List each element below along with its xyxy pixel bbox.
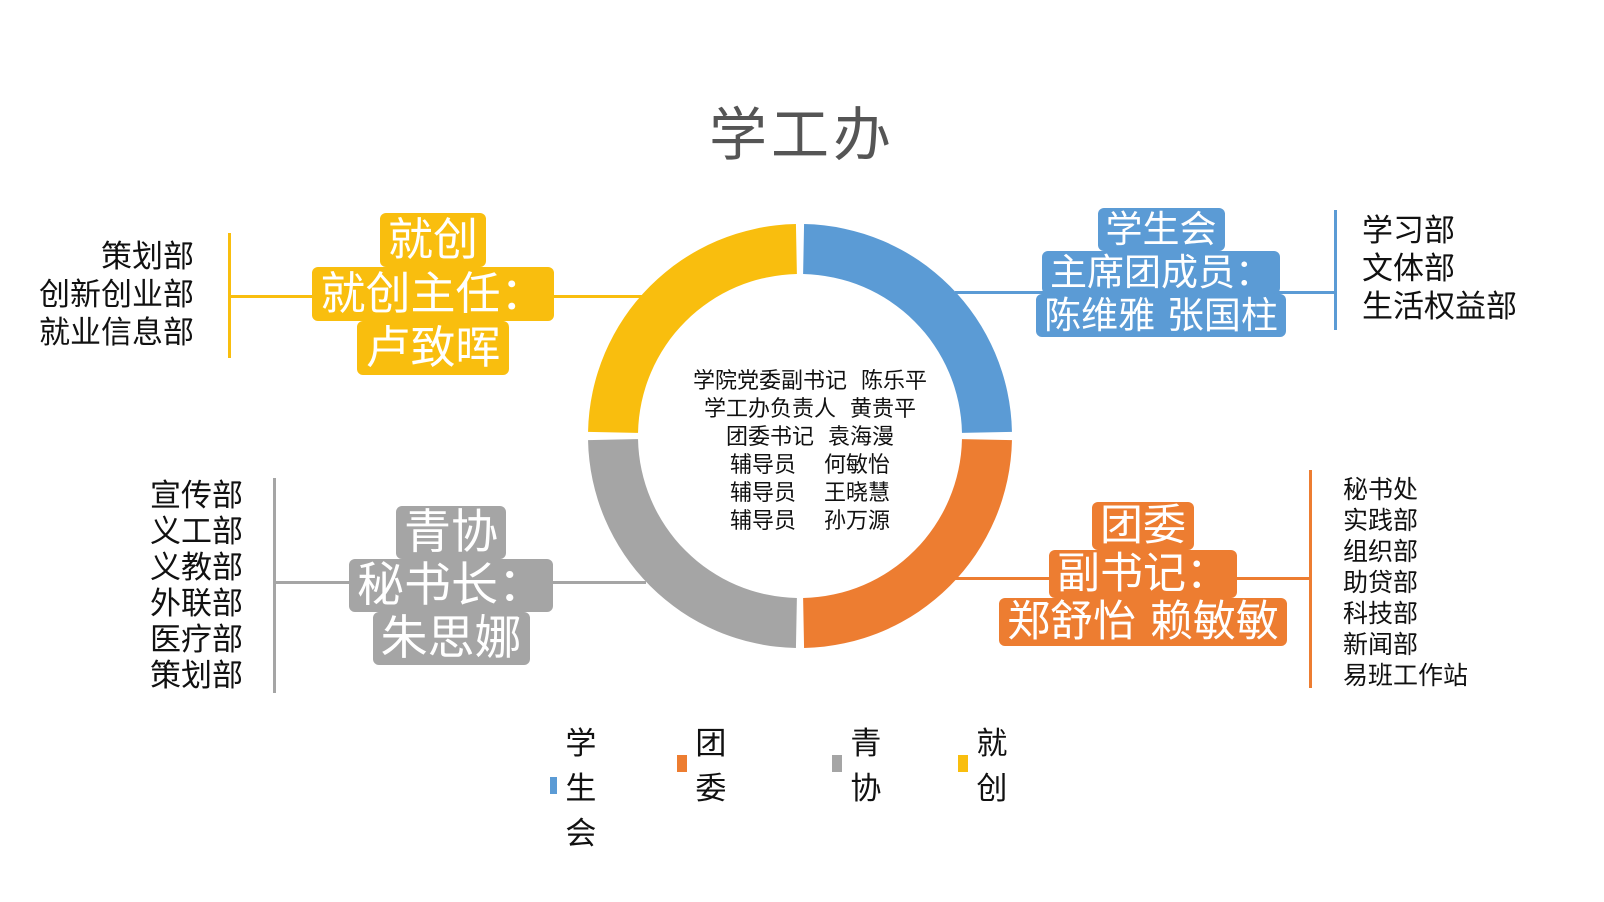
employment-role: 就创主任： — [312, 267, 554, 321]
department-item: 策划部 — [101, 239, 194, 275]
youth-league-departments: 秘书处 实践部 组织部 助贷部 科技部 新闻部 易班工作站 — [1343, 474, 1468, 691]
legend-item-employment: 就创 — [958, 718, 1014, 808]
leader-line: 学院党委副书记 陈乐平 — [693, 369, 927, 394]
legend-swatch — [832, 754, 843, 772]
leader-line: 学工办负责人 黄贵平 — [704, 397, 916, 422]
department-item: 策划部 — [150, 658, 243, 694]
employment-departments: 策划部 创新创业部 就业信息部 — [28, 238, 194, 352]
student-union-person: 陈维雅 张国柱 — [1036, 294, 1286, 337]
student-union-bracket — [1334, 210, 1337, 330]
legend-label: 就创 — [976, 726, 1008, 807]
employment-segment — [588, 224, 797, 433]
department-item: 义教部 — [150, 550, 243, 586]
legend-swatch — [677, 754, 688, 772]
youth-assoc-role: 秘书长： — [349, 559, 553, 612]
department-item: 科技部 — [1343, 599, 1419, 628]
legend-item-youth-assoc: 青协 — [832, 718, 888, 808]
legend-swatch — [958, 754, 969, 772]
legend-label: 青协 — [850, 726, 882, 807]
legend-label: 团委 — [695, 726, 727, 807]
department-item: 宣传部 — [150, 478, 243, 514]
department-item: 新闻部 — [1343, 630, 1419, 659]
legend-item-youth-league: 团委 — [677, 718, 733, 808]
department-item: 生活权益部 — [1362, 289, 1517, 325]
youth-league-label: 团委 副书记： 郑舒怡 赖敏敏 — [995, 502, 1291, 646]
legend-item-student-union: 学生会 — [550, 718, 606, 853]
youth-assoc-bracket — [273, 478, 276, 693]
legend-swatch — [550, 777, 558, 794]
youth-league-name: 团委 — [1092, 502, 1194, 550]
employment-person: 卢致晖 — [357, 321, 509, 375]
department-item: 助贷部 — [1343, 568, 1419, 597]
department-item: 医疗部 — [150, 622, 243, 658]
center-leadership: 学院党委副书记 陈乐平 学工办负责人 黄贵平 团委书记 袁海漫 辅导员 何敏怡 … — [640, 368, 980, 536]
leader-line: 辅导员 何敏怡 — [730, 453, 890, 478]
employment-label: 就创 就创主任： 卢致晖 — [305, 213, 561, 375]
department-item: 文体部 — [1362, 251, 1455, 287]
department-item: 秘书处 — [1343, 475, 1419, 504]
student-union-segment — [803, 224, 1012, 433]
department-item: 就业信息部 — [39, 315, 194, 351]
department-item: 实践部 — [1343, 506, 1419, 535]
youth-assoc-departments: 宣传部 义工部 义教部 外联部 医疗部 策划部 — [150, 478, 243, 694]
youth-league-person: 郑舒怡 赖敏敏 — [999, 598, 1287, 646]
department-item: 外联部 — [150, 586, 243, 622]
student-union-name: 学生会 — [1097, 208, 1225, 251]
youth-league-segment — [803, 439, 1012, 648]
student-union-departments: 学习部 文体部 生活权益部 — [1362, 212, 1517, 326]
diagram-title: 学工办 — [708, 101, 895, 169]
youth-assoc-label: 青协 秘书长： 朱思娜 — [340, 506, 562, 665]
department-item: 义工部 — [150, 514, 243, 550]
youth-assoc-person: 朱思娜 — [372, 612, 530, 665]
leader-line: 辅导员 孙万源 — [730, 509, 890, 534]
department-item: 组织部 — [1343, 537, 1419, 566]
leader-line: 团委书记 袁海漫 — [726, 425, 894, 450]
department-item: 创新创业部 — [39, 277, 194, 313]
department-item: 易班工作站 — [1343, 661, 1469, 690]
youth-league-bracket — [1309, 470, 1312, 688]
leader-line: 辅导员 王晓慧 — [730, 481, 890, 506]
youth-league-role: 副书记： — [1049, 550, 1237, 598]
student-union-label: 学生会 主席团成员： 陈维雅 张国柱 — [1030, 208, 1292, 337]
employment-name: 就创 — [379, 213, 486, 267]
legend-label: 学生会 — [565, 726, 597, 852]
department-item: 学习部 — [1362, 213, 1455, 249]
student-union-role: 主席团成员： — [1042, 251, 1280, 294]
youth-assoc-segment — [588, 439, 797, 648]
youth-assoc-name: 青协 — [396, 506, 506, 559]
employment-bracket — [228, 233, 231, 358]
